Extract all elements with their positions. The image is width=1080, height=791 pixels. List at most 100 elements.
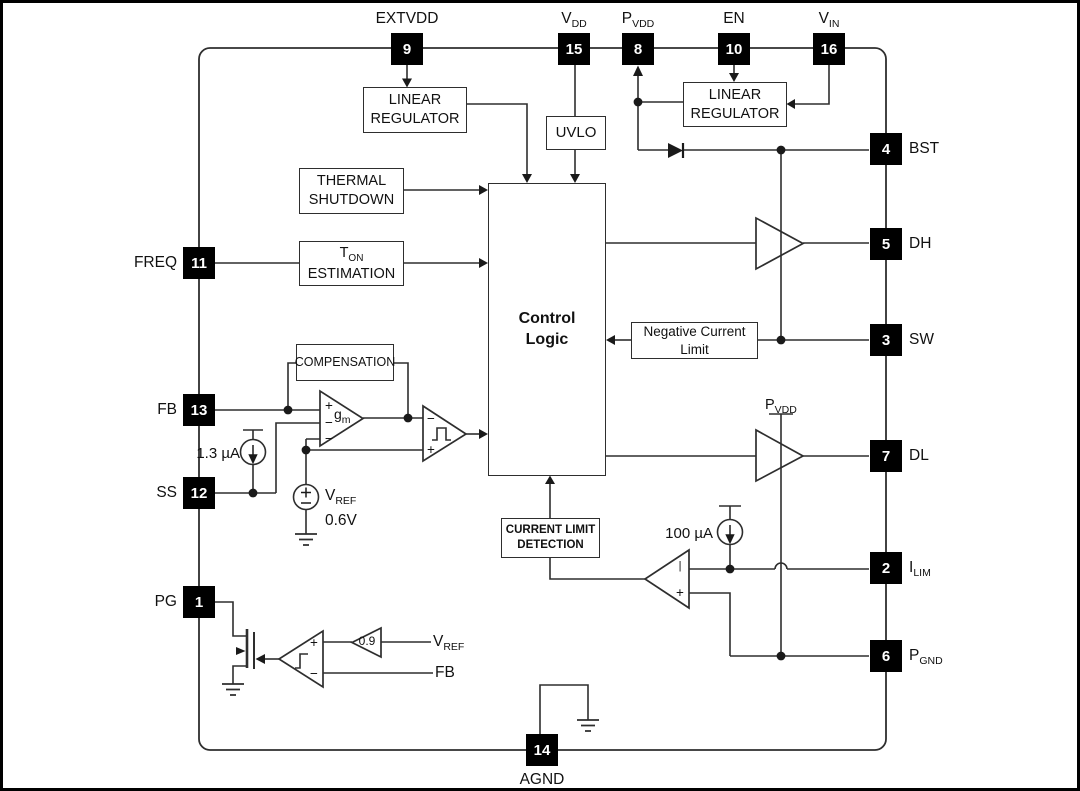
pin-2-ilim: 2 — [870, 552, 902, 584]
gm-inverting-sign-vref: − — [325, 431, 333, 446]
pin-label-vdd: VDD — [561, 10, 587, 31]
linear-regulator-right-block: LINEAR REGULATOR — [683, 82, 787, 127]
pin-label-pvdd: PVDD — [621, 10, 655, 31]
wiring-layer — [198, 47, 887, 751]
current-limit-detection-label: CURRENT LIMIT DETECTION — [505, 524, 596, 551]
pin-9-extvdd: 9 — [391, 33, 423, 65]
control-logic-block: Control Logic — [488, 183, 606, 476]
pin-13-fb: 13 — [183, 394, 215, 426]
ilim-comparator-icon — [643, 548, 690, 610]
pin-label-ilim: ILIM — [909, 559, 931, 580]
wire-linreg-left-output — [467, 103, 528, 174]
junction-dots — [248, 97, 786, 661]
pin-label-agnd: AGND — [519, 771, 565, 788]
linear-regulator-left-block: LINEAR REGULATOR — [363, 87, 467, 133]
rails — [769, 150, 793, 656]
gain-0p9-icon — [350, 626, 382, 659]
pwm-hysteresis-icon — [432, 427, 451, 441]
amplifier-symbols — [277, 216, 805, 689]
pin-label-dl: DL — [909, 447, 929, 464]
pin-3-sw: 3 — [870, 324, 902, 356]
vref-source-label: VREF 0.6V — [325, 487, 357, 530]
wire-vref-node — [305, 438, 423, 534]
mosfet-body-arrow — [236, 647, 246, 655]
wires — [215, 65, 869, 734]
bst-diode-icon — [668, 143, 685, 158]
pin-label-bst: BST — [909, 140, 940, 157]
linear-regulator-right-label: LINEAR REGULATOR — [690, 86, 780, 122]
wire-ss-to-gm — [215, 422, 320, 494]
gm-noninverting-sign: + — [325, 398, 333, 413]
pg-vref-label: VREF — [433, 633, 465, 654]
pg-mosfet-icon — [236, 629, 255, 669]
uvlo-block: UVLO — [546, 116, 606, 150]
compensation-block: COMPENSATION — [295, 344, 395, 381]
pin-10-en: 10 — [718, 33, 750, 65]
wire-compensation-right — [394, 362, 409, 418]
pin-5-dh: 5 — [870, 228, 902, 260]
pin-15-vdd: 15 — [558, 33, 590, 65]
pg-noninverting-sign: + — [310, 635, 318, 650]
thermal-shutdown-label: THERMAL SHUTDOWN — [308, 173, 395, 208]
wire-pvdd-pin-branch — [637, 73, 683, 150]
pin-label-en: EN — [723, 10, 745, 27]
pg-hysteresis-icon — [295, 653, 308, 669]
pin-label-vin: VIN — [818, 10, 840, 31]
pin-label-extvdd: EXTVDD — [375, 10, 439, 27]
gm-amplifier-icon — [319, 389, 365, 448]
vref-ground-icon — [295, 533, 317, 546]
wire-ilim-plus-input — [689, 592, 731, 656]
arrowheads — [255, 65, 795, 664]
ilim-current-source-label: 100 µA — [665, 525, 713, 542]
pg-inverting-sign: − — [310, 666, 318, 681]
pin-label-pg: PG — [154, 593, 177, 610]
wire-agnd — [539, 684, 589, 734]
pin-12-ss: 12 — [183, 477, 215, 509]
pg-ground-icon — [222, 683, 244, 696]
current-limit-detection-block: CURRENT LIMIT DETECTION — [501, 518, 600, 558]
hysteresis-icons — [295, 427, 451, 669]
wire-vin-to-linreg — [795, 65, 830, 105]
wire-ilim-comp-output — [549, 557, 645, 580]
pg-fb-label: FB — [435, 664, 455, 681]
pin-7-dl: 7 — [870, 440, 902, 472]
pin-label-pgnd: PGND — [909, 647, 943, 668]
pin-11-freq: 11 — [183, 247, 215, 279]
vref-value: 0.6V — [325, 512, 357, 530]
gm-label: gm — [334, 406, 351, 426]
pin-label-fb: FB — [157, 401, 177, 418]
pin-14-agnd: 14 — [526, 734, 558, 766]
control-logic-label: Control Logic — [518, 309, 576, 348]
wire-ss-current-source — [243, 429, 263, 493]
gm-inverting-sign-ss: − — [325, 415, 333, 430]
dh-driver-icon — [755, 216, 805, 271]
pin-label-dh: DH — [909, 235, 932, 252]
gain-0p9-label: 0.9 — [358, 634, 376, 648]
thermal-shutdown-block: THERMAL SHUTDOWN — [299, 168, 404, 214]
ilim-inverting-mark: | — [678, 560, 682, 572]
ton-estimation-line1: TON — [339, 244, 364, 264]
pin-label-freq: FREQ — [133, 254, 177, 271]
linear-regulator-left-label: LINEAR REGULATOR — [370, 92, 460, 127]
wire-compensation-left — [287, 362, 296, 410]
ton-estimation-block: TON ESTIMATION — [299, 241, 404, 286]
pwm-inverting-sign: − — [427, 411, 435, 426]
ilim-noninverting-sign: + — [676, 585, 684, 600]
ss-current-source-label: 1.3 µA — [196, 445, 240, 462]
source-arrows — [248, 445, 735, 545]
dl-driver-icon — [755, 428, 805, 483]
pin-1-pg: 1 — [183, 586, 215, 618]
uvlo-label: UVLO — [555, 124, 597, 142]
negative-current-limit-block: Negative Current Limit — [631, 322, 758, 359]
agnd-ground-icon — [577, 719, 599, 732]
pin-label-sw: SW — [909, 331, 934, 348]
ton-estimation-line2: ESTIMATION — [307, 265, 396, 282]
negative-current-limit-label: Negative Current Limit — [643, 323, 746, 357]
pvdd-rail-label: PVDD — [765, 397, 797, 416]
pin-8-pvdd: 8 — [622, 33, 654, 65]
wire-pvdd-rail — [769, 413, 793, 656]
pin-6-pgnd: 6 — [870, 640, 902, 672]
pin-label-ss: SS — [156, 484, 177, 501]
ground-symbols — [222, 533, 599, 732]
